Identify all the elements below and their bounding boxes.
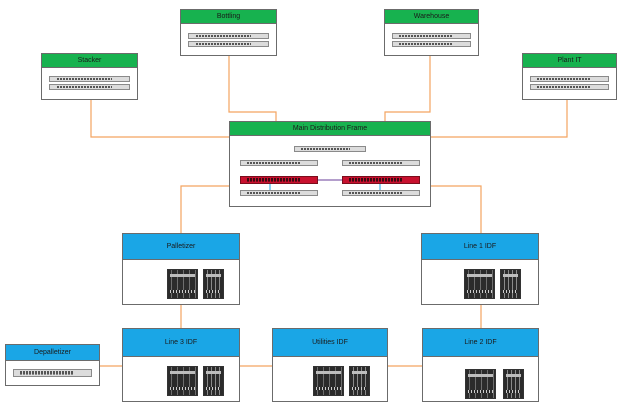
node-utilities-idf-title: Utilities IDF (273, 329, 387, 357)
network-switch-icon (240, 160, 318, 166)
link-mdf-palletizer (180, 185, 229, 233)
node-palletizer[interactable]: Palletizer (122, 233, 240, 305)
node-line2-idf-title: Line 2 IDF (423, 329, 538, 357)
io-controller-icon (203, 366, 224, 396)
network-switch-icon (530, 84, 609, 90)
node-bottling[interactable]: Bottling (180, 9, 277, 56)
io-controller-icon (465, 369, 496, 399)
node-depalletizer-title: Depalletizer (6, 345, 99, 361)
network-switch-icon (188, 41, 269, 47)
node-mdf-title: Main Distribution Frame (230, 122, 430, 136)
node-line3-idf-title: Line 3 IDF (123, 329, 239, 357)
node-plant-it[interactable]: Plant IT (522, 53, 617, 100)
link-stacker-mdf (90, 100, 229, 138)
node-main-distribution-frame[interactable]: Main Distribution Frame (229, 121, 431, 207)
node-stacker-title: Stacker (42, 54, 137, 68)
network-switch-icon (49, 84, 130, 90)
network-switch-icon (342, 190, 420, 196)
node-bottling-title: Bottling (181, 10, 276, 24)
node-depalletizer[interactable]: Depalletizer (5, 344, 100, 386)
network-switch-icon (49, 76, 130, 82)
io-controller-icon (167, 366, 198, 396)
network-switch-icon (294, 146, 366, 152)
mdf-internal-links (269, 179, 381, 190)
node-line1-idf-title: Line 1 IDF (422, 234, 538, 260)
io-controller-icon (464, 269, 495, 299)
node-plant-it-title: Plant IT (523, 54, 616, 68)
network-switch-icon (13, 369, 92, 377)
link-plantit-mdf (431, 100, 568, 138)
firewall-icon (342, 176, 420, 184)
link-bottling-mdf (228, 56, 277, 121)
firewall-icon (240, 176, 318, 184)
network-switch-icon (392, 41, 471, 47)
io-controller-icon (313, 366, 344, 396)
node-warehouse[interactable]: Warehouse (384, 9, 479, 56)
node-warehouse-title: Warehouse (385, 10, 478, 24)
link-warehouse-mdf (384, 56, 431, 121)
io-controller-icon (500, 269, 521, 299)
network-switch-icon (392, 33, 471, 39)
io-controller-icon (203, 269, 224, 299)
node-line3-idf[interactable]: Line 3 IDF (122, 328, 240, 402)
node-line1-idf[interactable]: Line 1 IDF (421, 233, 539, 305)
network-switch-icon (188, 33, 269, 39)
io-controller-icon (167, 269, 198, 299)
network-switch-icon (530, 76, 609, 82)
node-line2-idf[interactable]: Line 2 IDF (422, 328, 539, 402)
io-controller-icon (503, 369, 524, 399)
io-controller-icon (349, 366, 370, 396)
node-utilities-idf[interactable]: Utilities IDF (272, 328, 388, 402)
link-mdf-line1 (431, 185, 482, 233)
node-stacker[interactable]: Stacker (41, 53, 138, 100)
node-palletizer-title: Palletizer (123, 234, 239, 260)
network-switch-icon (342, 160, 420, 166)
network-switch-icon (240, 190, 318, 196)
